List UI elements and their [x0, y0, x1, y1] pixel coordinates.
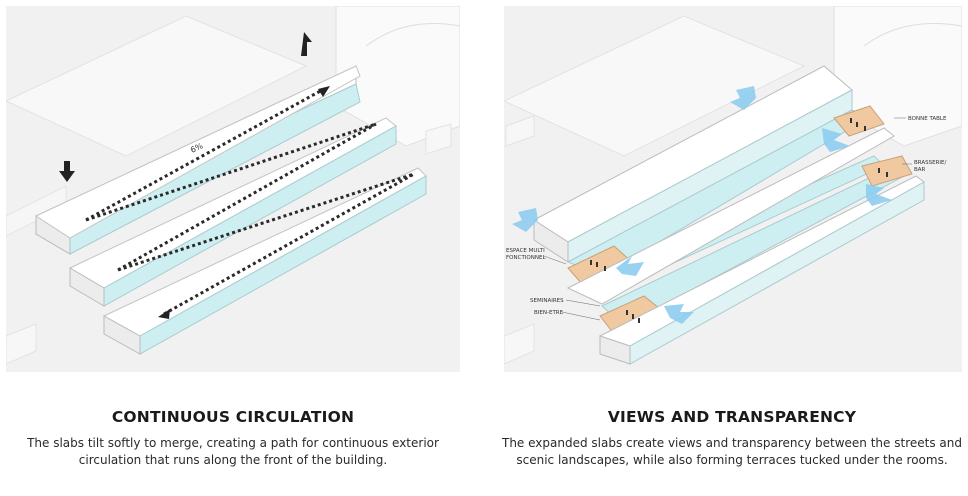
caption-description: The expanded slabs create views and tran… — [502, 436, 962, 467]
slab-lower — [102, 167, 427, 355]
label-bien-etre: BIEN-ETRE — [534, 310, 564, 316]
space-labels: BONNE TABLE BRASSERIE/ BAR ESPACE MULTI … — [506, 116, 947, 321]
view-arrows — [512, 86, 892, 324]
circulation-diagram: 6% — [6, 6, 460, 372]
circulation-diagram-graphic: 6% — [6, 6, 460, 365]
views-transparency-diagram: BONNE TABLE BRASSERIE/ BAR ESPACE MULTI … — [504, 6, 962, 372]
caption-title: CONTINUOUS CIRCULATION — [111, 408, 355, 426]
terraces — [567, 105, 913, 335]
label-bar: BAR — [914, 167, 926, 173]
views-diagram-graphic: BONNE TABLE BRASSERIE/ BAR ESPACE MULTI … — [504, 6, 962, 365]
caption-circulation: CONTINUOUS CIRCULATION The slabs tilt so… — [6, 408, 460, 469]
slab-upper — [533, 65, 853, 263]
label-bonne-table: BONNE TABLE — [908, 116, 947, 122]
path-arrowhead-top — [318, 86, 330, 97]
label-brasserie: BRASSERIE/ — [914, 160, 947, 166]
people-figures — [590, 118, 888, 323]
slab-lower — [566, 127, 925, 365]
slab-upper — [34, 65, 361, 255]
context-buildings — [6, 6, 460, 365]
arrow-up-icon — [301, 32, 312, 56]
circulation-path — [85, 87, 415, 316]
label-espace-multi: ESPACE MULTI — [506, 248, 545, 254]
arrow-down-icon — [59, 161, 75, 182]
label-seminaires: SEMINAIRES — [530, 298, 564, 304]
caption-title: VIEWS AND TRANSPARENCY — [607, 408, 857, 426]
path-arrowhead-bottom — [158, 309, 170, 319]
caption-description: The slabs tilt softly to merge, creating… — [27, 436, 439, 467]
caption-views: VIEWS AND TRANSPARENCY The expanded slab… — [497, 408, 967, 469]
label-fonctionnel: FONCTIONNEL — [506, 255, 546, 261]
